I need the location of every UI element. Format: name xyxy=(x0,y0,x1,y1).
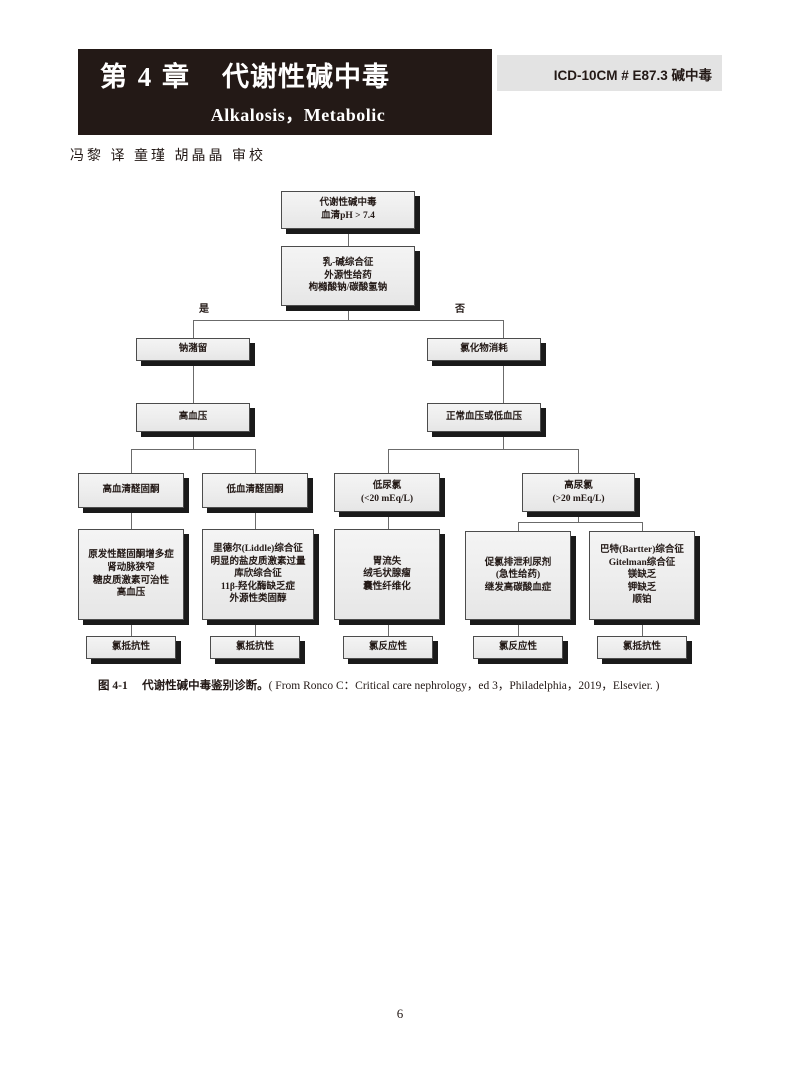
node-low-urine-chloride: 低尿氯 (<20 mEq/L) xyxy=(334,473,440,512)
connector-line xyxy=(642,522,643,531)
connector-line xyxy=(193,320,503,321)
node-low-serum-aldosterone: 低血清醛固酮 xyxy=(202,473,308,508)
node-outcome-chloride-resistant-3: 氯抵抗性 xyxy=(597,636,687,659)
connector-line xyxy=(348,306,349,320)
node-outcome-chloride-resistant-2: 氯抵抗性 xyxy=(210,636,300,659)
node-chloride-depletion: 氯化物消耗 xyxy=(427,338,541,361)
connector-line xyxy=(348,229,349,246)
node-sodium-retention: 钠潴留 xyxy=(136,338,250,361)
node-high-urine-chloride: 高尿氯 (>20 mEq/L) xyxy=(522,473,635,512)
figure-caption: 图 4-1 代谢性碱中毒鉴别诊断。( From Ronco C：Critical… xyxy=(98,678,738,694)
node-detail-primary-aldosteronism: 原发性醛固酮增多症 肾动脉狭窄 糖皮质激素可治性 高血压 xyxy=(78,529,184,620)
connector-line xyxy=(131,449,132,473)
node-detail-bartter-syndrome: 巴特(Bartter)综合征 Gitelman综合征 镁缺乏 钾缺乏 顺铂 xyxy=(589,531,695,620)
connector-line xyxy=(388,449,389,473)
chapter-header-band: 第 4 章 代谢性碱中毒 Alkalosis，Metabolic xyxy=(78,49,492,135)
connector-line xyxy=(131,620,132,636)
connector-line xyxy=(518,522,642,523)
branch-label-yes: 是 xyxy=(199,304,209,315)
connector-line xyxy=(578,512,579,522)
node-root: 代谢性碱中毒 血清pH > 7.4 xyxy=(281,191,415,229)
node-detail-liddle-syndrome: 里德尔(Liddle)综合征 明显的盐皮质激素过量 库欣综合征 11β-羟化酶缺… xyxy=(202,529,314,620)
connector-line xyxy=(255,508,256,529)
connector-line xyxy=(255,449,256,473)
connector-line xyxy=(578,449,579,473)
connector-line xyxy=(642,620,643,636)
connector-line xyxy=(518,522,519,531)
connector-line xyxy=(131,449,255,450)
connector-line xyxy=(193,320,194,338)
connector-line xyxy=(388,512,389,529)
chapter-heading: 第 4 章 代谢性碱中毒 xyxy=(100,55,390,94)
page-number: 6 xyxy=(396,1006,404,1021)
figure-caption-source: ( From Ronco C：Critical care nephrology，… xyxy=(268,680,660,692)
connector-line xyxy=(193,361,194,403)
node-milk-alkali-syndrome: 乳-碱综合征 外源性给药 枸橼酸钠/碳酸氢钠 xyxy=(281,246,415,306)
node-normal-or-low-bp: 正常血压或低血压 xyxy=(427,403,541,432)
chapter-title-cn: 代谢性碱中毒 xyxy=(222,62,390,92)
connector-line xyxy=(503,361,504,403)
connector-line xyxy=(255,620,256,636)
figure-caption-title: 代谢性碱中毒鉴别诊断。 xyxy=(142,680,269,692)
node-detail-gastric-losses: 胃流失 绒毛状腺瘤 囊性纤维化 xyxy=(334,529,440,620)
node-outcome-chloride-resistant-1: 氯抵抗性 xyxy=(86,636,176,659)
chapter-number: 第 4 章 xyxy=(100,62,191,92)
node-detail-chloruretic-diuretics: 促氯排泄利尿剂 (急性给药) 继发高碳酸血症 xyxy=(465,531,571,620)
connector-line xyxy=(388,449,578,450)
chapter-title-en: Alkalosis，Metabolic xyxy=(210,105,386,125)
node-outcome-chloride-responsive-1: 氯反应性 xyxy=(343,636,433,659)
node-hypertension: 高血压 xyxy=(136,403,250,432)
connector-line xyxy=(388,620,389,636)
icd-code-text: ICD-10CM # E87.3 碱中毒 xyxy=(553,68,712,83)
icd-code-band: ICD-10CM # E87.3 碱中毒 xyxy=(497,55,722,91)
flowchart-diagram: 是 否 代谢性碱中毒 血清pH > 7.4 乳-碱综合征 外源性给药 枸橼酸钠/… xyxy=(78,191,695,659)
connector-line xyxy=(503,320,504,338)
connector-line xyxy=(131,508,132,529)
branch-label-no: 否 xyxy=(455,304,465,315)
connector-line xyxy=(503,432,504,449)
connector-line xyxy=(193,432,194,449)
translator-credits: 冯黎 译 童瑾 胡晶晶 审校 xyxy=(70,149,266,164)
connector-line xyxy=(518,620,519,636)
node-high-serum-aldosterone: 高血清醛固酮 xyxy=(78,473,184,508)
node-outcome-chloride-responsive-2: 氯反应性 xyxy=(473,636,563,659)
figure-number: 图 4-1 xyxy=(98,680,128,692)
